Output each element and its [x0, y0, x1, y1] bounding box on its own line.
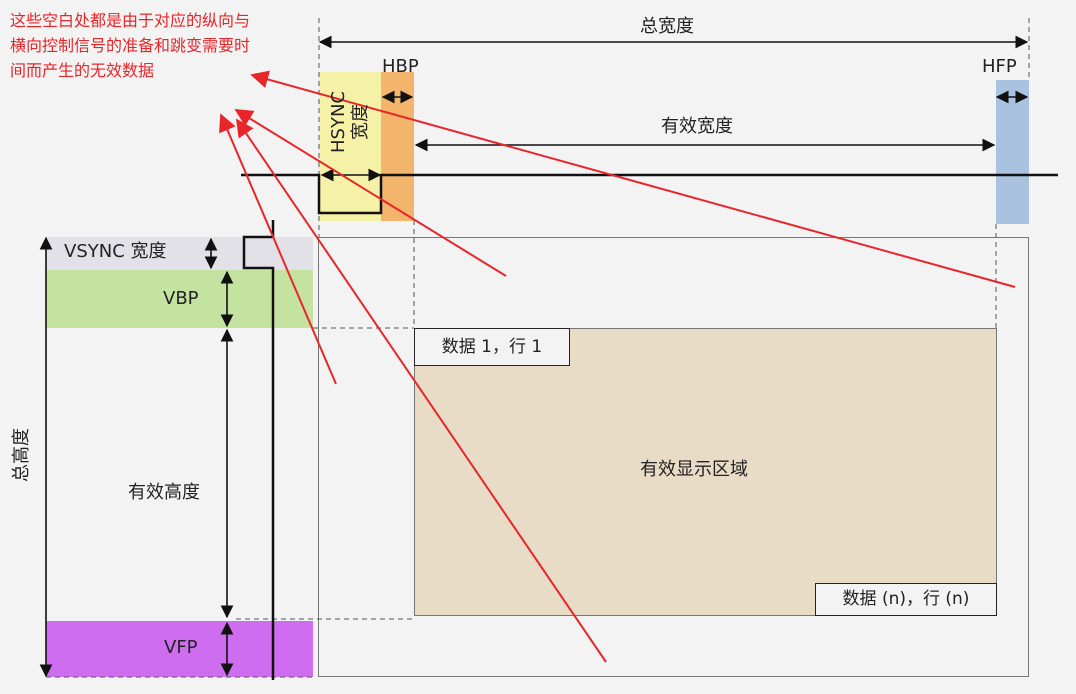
vbp-label: VBP [163, 288, 199, 309]
active-display-area [414, 328, 997, 616]
vbp-region [46, 270, 313, 328]
hsync-width-label: HSYNC 宽度 [328, 91, 372, 153]
active-width-label: 有效宽度 [661, 116, 733, 137]
last-pixel-label: 数据 (n)，行 (n) [815, 583, 997, 616]
vsync-region [46, 237, 313, 270]
active-height-label: 有效高度 [128, 482, 200, 503]
hbp-label: HBP [382, 56, 419, 77]
total-height-label: 总高度 [11, 428, 32, 482]
total-width-label: 总宽度 [640, 16, 694, 37]
hfp-region [996, 80, 1029, 224]
hsync-label-line1: HSYNC [328, 91, 349, 153]
total-frame [318, 237, 1029, 677]
vsync-width-label: VSYNC 宽度 [64, 241, 167, 262]
annotation-note: 这些空白处都是由于对应的纵向与横向控制信号的准备和跳变需要时间而产生的无效数据 [10, 11, 251, 80]
hsync-label-line2: 宽度 [350, 104, 371, 140]
first-pixel-label: 数据 1，行 1 [414, 328, 570, 366]
vfp-region [46, 621, 313, 677]
vfp-label: VFP [164, 637, 198, 658]
active-display-label: 有效显示区域 [640, 459, 748, 480]
hfp-label: HFP [982, 56, 1017, 77]
